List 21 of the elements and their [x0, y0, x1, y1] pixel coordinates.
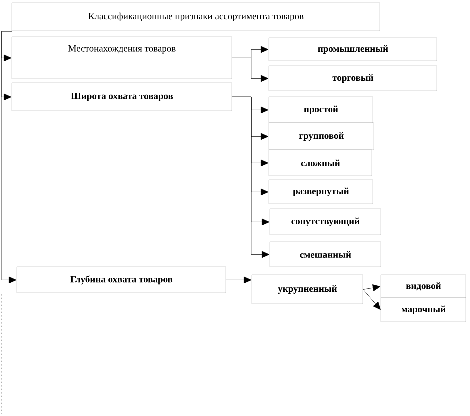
category-box: смешанный	[270, 242, 382, 268]
category-box: марочный	[381, 298, 466, 322]
arrow	[2, 31, 17, 284]
arrow	[232, 97, 270, 258]
category-box: Широта охвата товаров	[12, 83, 232, 112]
category-box: укрупненный	[252, 275, 364, 304]
category-box: торговый	[269, 66, 438, 92]
category-box: Глубина охвата товаров	[17, 267, 226, 294]
category-box: простой	[269, 97, 374, 124]
title-box: Классификационные признаки ассортимента товаров	[12, 3, 380, 32]
category-box: промышленный	[269, 38, 438, 62]
arrow	[226, 276, 252, 284]
category-box: развернутый	[269, 180, 374, 204]
arrow	[363, 284, 381, 292]
category-box: сопутствующий	[270, 209, 382, 236]
arrow	[363, 290, 381, 310]
category-box: Местонахождения товаров	[12, 37, 232, 80]
category-box: сложный	[269, 150, 372, 176]
arrow	[232, 58, 269, 82]
category-box: групповой	[269, 123, 374, 150]
category-box: видовой	[381, 275, 466, 298]
